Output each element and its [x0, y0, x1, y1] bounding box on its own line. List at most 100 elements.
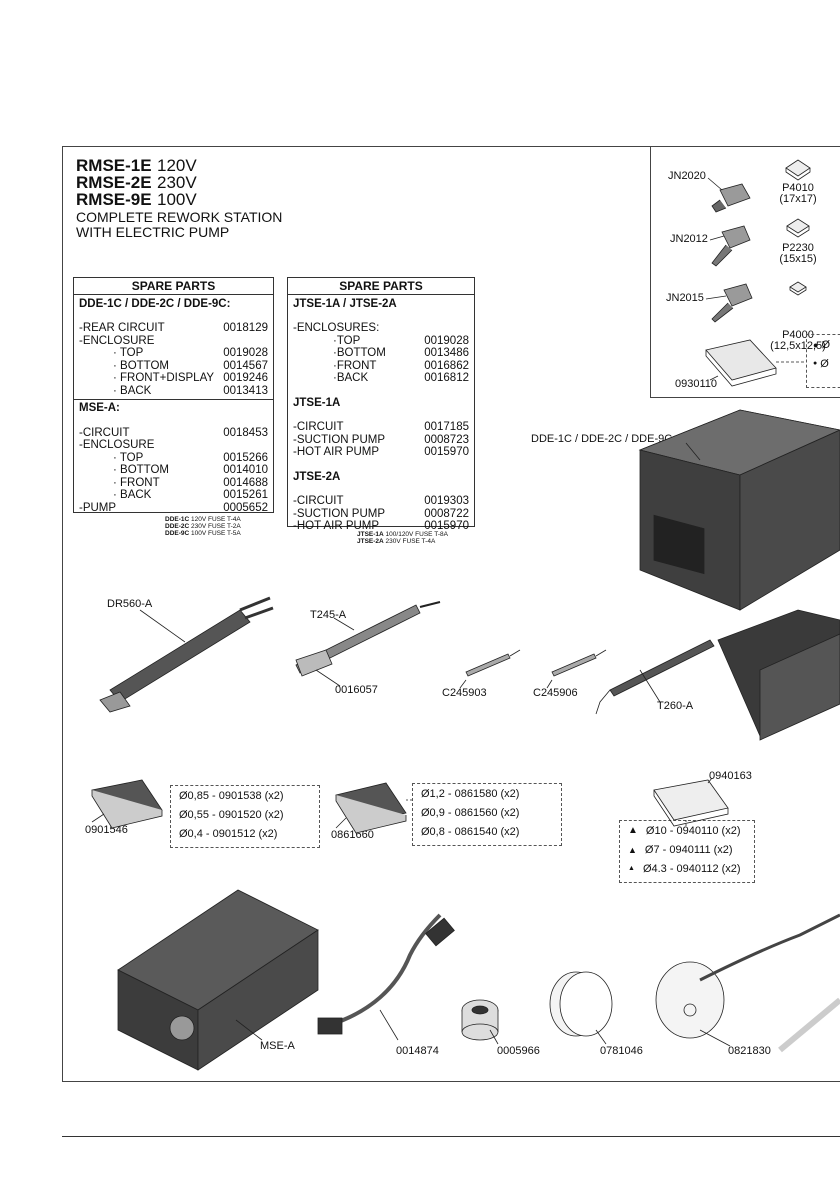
spare-parts-jtse-table: SPARE PARTS JTSE-1A / JTSE-2A -ENCLOSURE… — [287, 277, 475, 532]
spare-parts-title: SPARE PARTS — [74, 278, 273, 295]
handpiece-label: T260-A — [657, 700, 694, 712]
kit-list: Ø1,2 - 0861580 (x2) Ø0,9 - 0861560 (x2) … — [412, 783, 562, 846]
kit-item: ▲Ø4.3 - 0940112 (x2) — [628, 862, 741, 875]
spare-parts-title: SPARE PARTS — [288, 278, 474, 295]
nozzle-label: JN2020 — [668, 170, 706, 182]
protector-icon — [785, 159, 811, 181]
coil-icon — [549, 971, 613, 1045]
sensor-label: 0821830 — [728, 1045, 771, 1057]
cable-label: 0014874 — [396, 1045, 439, 1057]
kit-item: Ø0,55 - 0901520 (x2) — [179, 808, 284, 821]
kit-item: Ø1,2 - 0861580 (x2) — [421, 787, 520, 800]
tube-icon — [778, 997, 840, 1053]
protector-icon — [789, 281, 807, 296]
tip-kit-box-icon — [335, 782, 412, 834]
nozzle-panel — [650, 146, 840, 398]
nozzle-label: JN2012 — [670, 233, 708, 245]
protector-label: P4000(12,5x12,5) — [770, 329, 826, 352]
filter-icon — [461, 999, 499, 1045]
nozzle-icon — [705, 283, 753, 323]
sensor-icon — [655, 913, 840, 1047]
coil-label: 0781046 — [600, 1045, 643, 1057]
station-icon — [638, 409, 840, 611]
protector-label: P2230(15x15) — [779, 242, 817, 265]
section-title: JTSE-1A — [293, 396, 341, 409]
nozzle-label: JN2015 — [666, 292, 704, 304]
kit-label: 0940163 — [709, 770, 752, 782]
part-label-kit: 0930110 — [675, 378, 718, 390]
nozzle-icon — [709, 225, 751, 267]
nozzle-icon — [707, 177, 751, 213]
footer-rule — [62, 1136, 840, 1137]
cartridge-icon — [459, 649, 521, 689]
tip-kit-box-icon — [91, 779, 163, 829]
part-row: -ENCLOSURES: — [293, 322, 380, 334]
kit-list: ▲Ø10 - 0940110 (x2) ▲Ø7 - 0940111 (x2) ▲… — [619, 820, 755, 883]
kit-item: Ø0,8 - 0861540 (x2) — [421, 825, 520, 838]
grip-label: 0016057 — [335, 684, 378, 696]
part-row: -ENCLOSURE — [79, 334, 155, 347]
handpiece-label: T245-A — [310, 609, 347, 621]
kit-item: Ø0,4 - 0901512 (x2) — [179, 827, 278, 840]
protector-label: P4010(17x17) — [779, 182, 817, 205]
cable-icon — [317, 913, 455, 1041]
desolder-label: DR560-A — [107, 598, 153, 610]
kit-item: ▲Ø7 - 0940111 (x2) — [628, 843, 733, 856]
part-row: -ENCLOSURE — [79, 439, 155, 451]
drawing-frame — [62, 146, 840, 1082]
cartridge-icon — [546, 649, 607, 689]
kit-item: ▲Ø10 - 0940110 (x2) — [628, 824, 741, 837]
desolder-gun-icon — [99, 596, 274, 713]
soldering-handpiece-icon — [295, 601, 441, 687]
protector-icon — [786, 218, 810, 238]
spare-parts-dde-table: SPARE PARTS DDE-1C / DDE-2C / DDE-9C: -R… — [73, 277, 274, 514]
fuse-note: JTSE-1A 100/120V FUSE T-8A JTSE-2A 230V … — [357, 531, 448, 545]
section-title: DDE-1C / DDE-2C / DDE-9C: — [79, 297, 231, 310]
protector-kit-box-icon — [653, 777, 729, 827]
enclosure-icon — [717, 609, 840, 741]
module-label: MSE-A — [260, 1040, 295, 1052]
filter-label: 0005966 — [497, 1045, 540, 1057]
station-label: DDE-1C / DDE-2C / DDE-9C — [531, 433, 673, 445]
kit-item: Ø0,85 - 0901538 (x2) — [179, 789, 284, 802]
cartridge-label: C245906 — [533, 687, 578, 699]
soldering-handpiece-icon — [595, 639, 715, 715]
section-title: JTSE-1A / JTSE-2A — [293, 297, 397, 310]
cartridge-label: C245903 — [442, 687, 487, 699]
kit-label: 0861660 — [331, 829, 374, 841]
section-title: MSE-A: — [79, 402, 120, 414]
fuse-note: DDE-1C 120V FUSE T-4A DDE-2C 230V FUSE T… — [165, 516, 241, 537]
partial-kit-list: ●Ø ●Ø — [806, 334, 840, 388]
kit-box-icon — [705, 339, 777, 387]
kit-item: Ø0,9 - 0861560 (x2) — [421, 806, 520, 819]
section-title: JTSE-2A — [293, 470, 341, 483]
kit-list: Ø0,85 - 0901538 (x2) Ø0,55 - 0901520 (x2… — [170, 785, 320, 848]
pump-module-icon — [117, 889, 319, 1071]
